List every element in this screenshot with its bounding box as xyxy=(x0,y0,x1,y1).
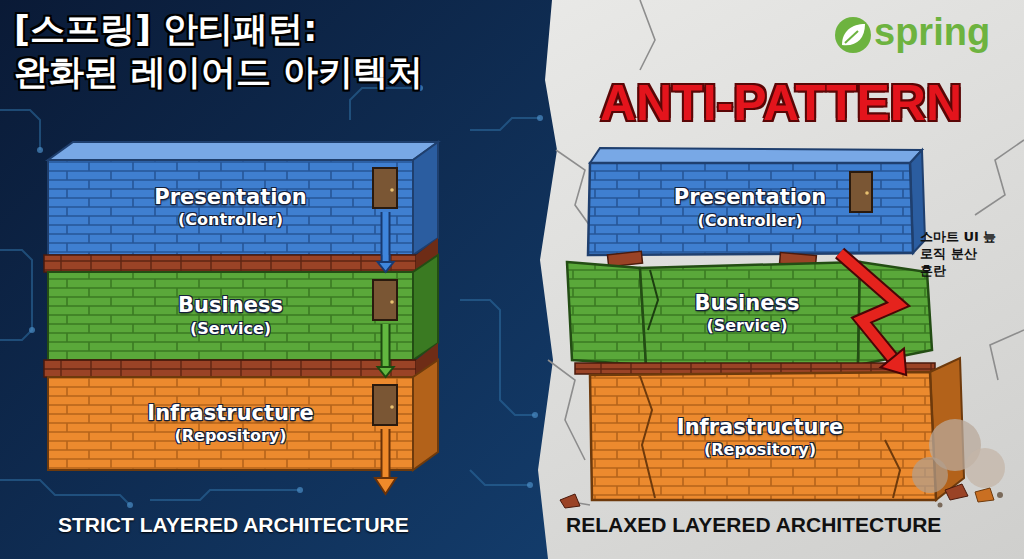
door-arrow-shafts xyxy=(375,212,396,494)
caption: RELAXED LAYERED ARCHITECTURE xyxy=(566,512,941,537)
circuit-lines xyxy=(0,88,540,505)
layer-box: Business(Service) xyxy=(567,262,927,365)
layer-subtitle: (Repository) xyxy=(174,426,286,446)
connector-line xyxy=(383,360,389,367)
flow-arrow xyxy=(378,255,394,272)
layer-box: Infrastructure(Repository) xyxy=(48,377,413,470)
arrow-head xyxy=(881,348,907,375)
layer-name: Infrastructure xyxy=(677,415,843,440)
layer-subtitle: (Service) xyxy=(190,319,271,339)
layer-subtitle: (Controller) xyxy=(698,211,803,231)
layer-box: Presentation(Controller) xyxy=(590,163,910,253)
arrow-head xyxy=(378,367,394,377)
wall-cracks xyxy=(548,0,1024,505)
layer-subtitle: (Repository) xyxy=(704,440,816,460)
callout-note: 스마트 UI 늪 로직 분산 혼란 xyxy=(920,228,1004,279)
doors xyxy=(373,168,397,425)
connector-outline xyxy=(381,360,391,367)
bypass-arrow xyxy=(840,253,907,375)
layer-subtitle: (Service) xyxy=(706,316,787,336)
flow-arrow xyxy=(378,360,394,377)
strict-stack xyxy=(44,142,438,470)
layer-name: Presentation xyxy=(154,185,307,210)
circuit-dots xyxy=(29,85,543,508)
arrow-head xyxy=(378,262,394,272)
connector-line xyxy=(383,255,389,262)
connector-line xyxy=(840,253,899,358)
logo-text: spring xyxy=(874,12,990,54)
relaxed-stack xyxy=(567,148,964,500)
layer-subtitle: (Controller) xyxy=(178,210,283,230)
caption: STRICT LAYERED ARCHITECTURE xyxy=(58,512,409,537)
layer-name: Business xyxy=(178,293,283,318)
layer-name: Presentation xyxy=(674,185,827,210)
layer-name: Business xyxy=(695,291,800,316)
title: [스프링] 안티패턴: 완화된 레이어드 아키텍처 xyxy=(14,8,574,95)
layer-box: Infrastructure(Repository) xyxy=(590,375,930,500)
layer-name: Infrastructure xyxy=(147,401,313,426)
connector-outline xyxy=(381,255,391,262)
anti-pattern-banner: ANTI-PATTERN xyxy=(600,76,962,131)
connector-outline xyxy=(840,253,899,358)
layer-box: Presentation(Controller) xyxy=(48,160,413,255)
layer-box: Business(Service) xyxy=(48,272,413,360)
spring-logo xyxy=(835,17,871,53)
